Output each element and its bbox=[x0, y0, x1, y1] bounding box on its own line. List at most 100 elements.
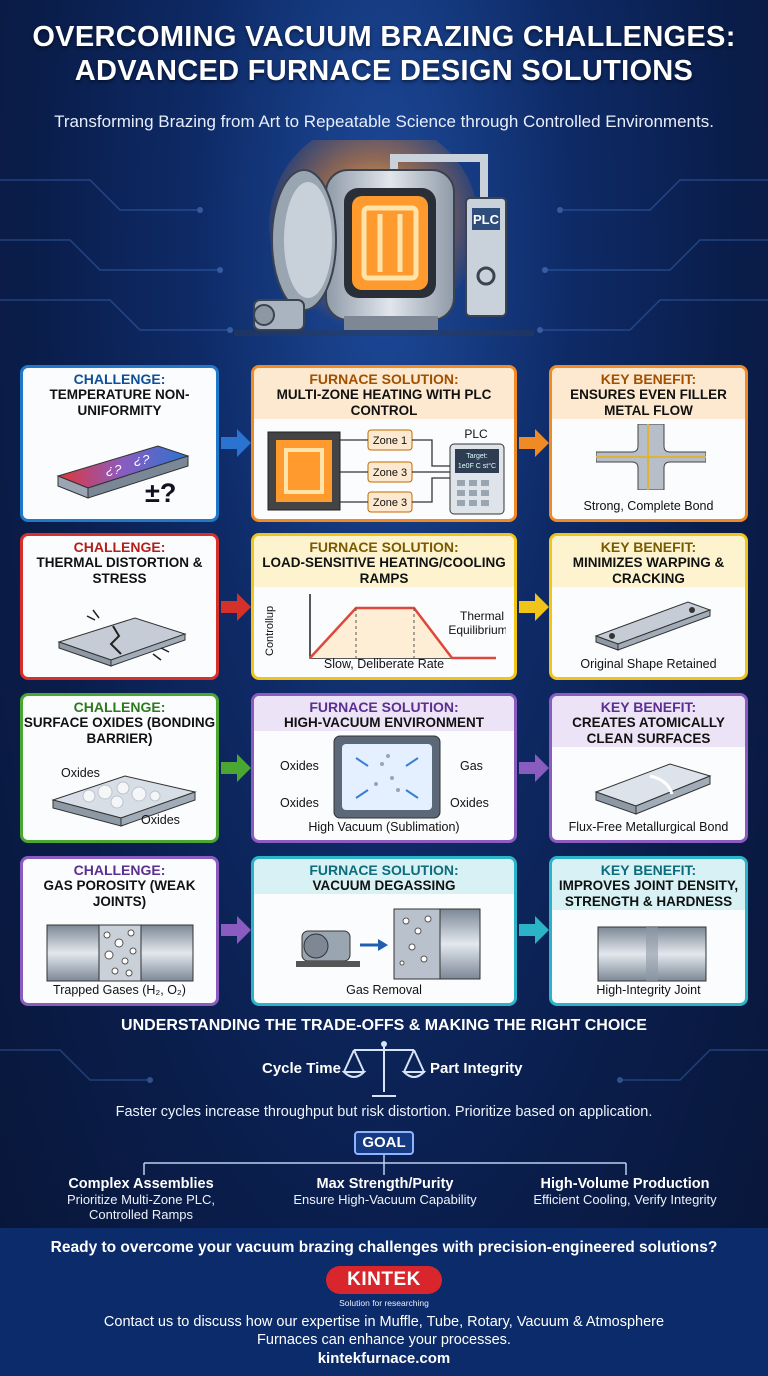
card-header: FURNACE SOLUTION: HIGH-VACUUM ENVIRONMEN… bbox=[254, 696, 514, 731]
card-header: KEY BENEFIT: CREATES ATOMICALLY CLEAN SU… bbox=[552, 696, 745, 747]
benefit-card-filler-flow: KEY BENEFIT: ENSURES EVEN FILLER METAL F… bbox=[549, 365, 748, 522]
equilibrium-label: Equilibrium bbox=[448, 623, 506, 637]
thermal-label: Thermal bbox=[460, 609, 504, 623]
card-title: GAS POROSITY (WEAK JOINTS) bbox=[43, 878, 196, 909]
card-title: SURFACE OXIDES (BONDING BARRIER) bbox=[23, 715, 216, 746]
website-link[interactable]: kintekfurnace.com bbox=[317, 1350, 451, 1367]
tradeoffs-note: Faster cycles increase throughput but ri… bbox=[115, 1104, 653, 1120]
kintek-logo: KINTEK bbox=[326, 1266, 442, 1294]
oxidized-plate-illustration bbox=[51, 775, 197, 827]
option-max-strength: Max Strength/Purity Ensure High-Vacuum C… bbox=[265, 1176, 505, 1207]
card-header: KEY BENEFIT: IMPROVES JOINT DENSITY, STR… bbox=[552, 859, 745, 910]
contact-text: Contact us to discuss how our expertise … bbox=[103, 1314, 665, 1348]
plc-screen-line-1: Target: bbox=[466, 453, 487, 460]
part-integrity-label: Part Integrity bbox=[430, 1060, 523, 1077]
card-header: CHALLENGE: SURFACE OXIDES (BONDING BARRI… bbox=[23, 696, 216, 747]
heated-bar-illustration: ¿? ¿? bbox=[56, 445, 190, 499]
zone-3-label: Zone 3 bbox=[373, 497, 407, 509]
card-caption: High-Integrity Joint bbox=[596, 983, 701, 997]
card-caption: Gas Removal bbox=[346, 983, 422, 997]
arrow-right-icon bbox=[221, 916, 251, 944]
card-caption: Trapped Gases (H₂, O₂) bbox=[53, 983, 186, 997]
call-to-action: Ready to overcome your vacuum brazing ch… bbox=[50, 1239, 718, 1256]
card-header: FURNACE SOLUTION: VACUUM DEGASSING bbox=[254, 859, 514, 894]
card-title: THERMAL DISTORTION & STRESS bbox=[36, 555, 203, 586]
zone-2-label: Zone 3 bbox=[373, 467, 407, 479]
arrow-right-icon bbox=[221, 429, 251, 457]
card-title: ENSURES EVEN FILLER METAL FLOW bbox=[570, 387, 727, 418]
option-name: Complex Assemblies bbox=[68, 1176, 214, 1192]
card-kicker: KEY BENEFIT: bbox=[600, 862, 697, 878]
goal-branches bbox=[143, 1155, 627, 1175]
oxides-label-right: Oxides bbox=[450, 796, 489, 810]
balance-scale-icon bbox=[342, 1041, 426, 1097]
zone-1-label: Zone 1 bbox=[373, 435, 407, 447]
footer-panel bbox=[0, 1228, 768, 1376]
card-title: IMPROVES JOINT DENSITY, STRENGTH & HARDN… bbox=[558, 878, 739, 909]
question-mark-1: ¿? bbox=[106, 462, 122, 477]
card-kicker: CHALLENGE: bbox=[73, 539, 166, 555]
card-kicker: FURNACE SOLUTION: bbox=[309, 539, 459, 555]
card-title: CREATES ATOMICALLY CLEAN SURFACES bbox=[572, 715, 725, 746]
cycle-time-label: Cycle Time bbox=[262, 1060, 341, 1077]
arrow-right-icon bbox=[519, 593, 549, 621]
card-kicker: CHALLENGE: bbox=[73, 862, 166, 878]
page-title: OVERCOMING VACUUM BRAZING CHALLENGES: AD… bbox=[0, 20, 768, 88]
challenge-card-porosity: CHALLENGE: GAS POROSITY (WEAK JOINTS) Tr… bbox=[20, 856, 219, 1006]
card-header: CHALLENGE: THERMAL DISTORTION & STRESS bbox=[23, 536, 216, 587]
card-caption: Slow, Deliberate Rate bbox=[323, 657, 445, 671]
solution-card-ramps: FURNACE SOLUTION: LOAD-SENSITIVE HEATING… bbox=[251, 533, 517, 680]
plc-screen-line-2: 1e0F C st°C bbox=[458, 462, 496, 470]
card-caption: Flux-Free Metallurgical Bond bbox=[568, 820, 729, 834]
plc-label: PLC bbox=[464, 427, 488, 441]
card-title: MINIMIZES WARPING & CRACKING bbox=[572, 555, 725, 586]
solution-card-vacuum: FURNACE SOLUTION: HIGH-VACUUM ENVIRONMEN… bbox=[251, 693, 517, 843]
card-kicker: CHALLENGE: bbox=[73, 371, 166, 387]
ramp-axis-label: Controllup bbox=[264, 605, 276, 656]
oxides-label-left-1: Oxides bbox=[280, 759, 319, 773]
title-line-2: ADVANCED FURNACE DESIGN SOLUTIONS bbox=[74, 55, 694, 87]
card-title: TEMPERATURE NON-UNIFORMITY bbox=[49, 387, 190, 418]
card-kicker: FURNACE SOLUTION: bbox=[309, 699, 459, 715]
option-complex-assemblies: Complex Assemblies Prioritize Multi-Zone… bbox=[21, 1176, 261, 1222]
card-title: VACUUM DEGASSING bbox=[312, 878, 456, 893]
benefit-card-joint-density: KEY BENEFIT: IMPROVES JOINT DENSITY, STR… bbox=[549, 856, 748, 1006]
clean-plate-illustration bbox=[594, 763, 712, 815]
arrow-right-icon bbox=[221, 754, 251, 782]
option-high-volume: High-Volume Production Efficient Cooling… bbox=[505, 1176, 745, 1207]
logo-tagline: Solution for researching bbox=[339, 1298, 429, 1308]
solid-joint-illustration bbox=[597, 926, 707, 982]
card-header: FURNACE SOLUTION: LOAD-SENSITIVE HEATING… bbox=[254, 536, 514, 587]
uncertainty-symbol: ±? bbox=[145, 478, 177, 508]
oxides-label-1: Oxides bbox=[61, 766, 100, 780]
oxides-label-2: Oxides bbox=[141, 813, 180, 827]
title-line-1: OVERCOMING VACUUM BRAZING CHALLENGES: bbox=[32, 21, 736, 53]
arrow-right-icon bbox=[221, 593, 251, 621]
card-title: MULTI-ZONE HEATING WITH PLC CONTROL bbox=[276, 387, 492, 418]
oxides-label-left-2: Oxides bbox=[280, 796, 319, 810]
card-caption: Strong, Complete Bond bbox=[583, 499, 714, 513]
card-kicker: KEY BENEFIT: bbox=[600, 539, 697, 555]
card-caption: Original Shape Retained bbox=[580, 657, 717, 671]
card-header: CHALLENGE: GAS POROSITY (WEAK JOINTS) bbox=[23, 859, 216, 910]
card-kicker: FURNACE SOLUTION: bbox=[309, 371, 459, 387]
card-kicker: FURNACE SOLUTION: bbox=[309, 862, 459, 878]
card-header: KEY BENEFIT: ENSURES EVEN FILLER METAL F… bbox=[552, 368, 745, 419]
vacuum-furnace-illustration: PLC bbox=[234, 140, 534, 336]
option-desc: Efficient Cooling, Verify Integrity bbox=[533, 1192, 717, 1207]
arrow-right-icon bbox=[519, 429, 549, 457]
challenge-card-oxides: CHALLENGE: SURFACE OXIDES (BONDING BARRI… bbox=[20, 693, 219, 843]
arrow-right-icon bbox=[519, 916, 549, 944]
card-header: KEY BENEFIT: MINIMIZES WARPING & CRACKIN… bbox=[552, 536, 745, 587]
ramp-profile-illustration: Thermal Equilibrium bbox=[309, 594, 506, 660]
vacuum-chamber-illustration bbox=[333, 735, 441, 819]
option-desc: Ensure High-Vacuum Capability bbox=[293, 1192, 477, 1207]
porous-joint-illustration bbox=[46, 924, 194, 982]
card-kicker: KEY BENEFIT: bbox=[600, 699, 697, 715]
benefit-card-clean-surfaces: KEY BENEFIT: CREATES ATOMICALLY CLEAN SU… bbox=[549, 693, 748, 843]
hero-plc-label: PLC bbox=[473, 212, 500, 227]
card-title: LOAD-SENSITIVE HEATING/COOLING RAMPS bbox=[262, 555, 506, 586]
option-name: High-Volume Production bbox=[540, 1176, 710, 1192]
cross-joint-illustration bbox=[596, 424, 706, 490]
question-mark-2: ¿? bbox=[134, 452, 150, 467]
